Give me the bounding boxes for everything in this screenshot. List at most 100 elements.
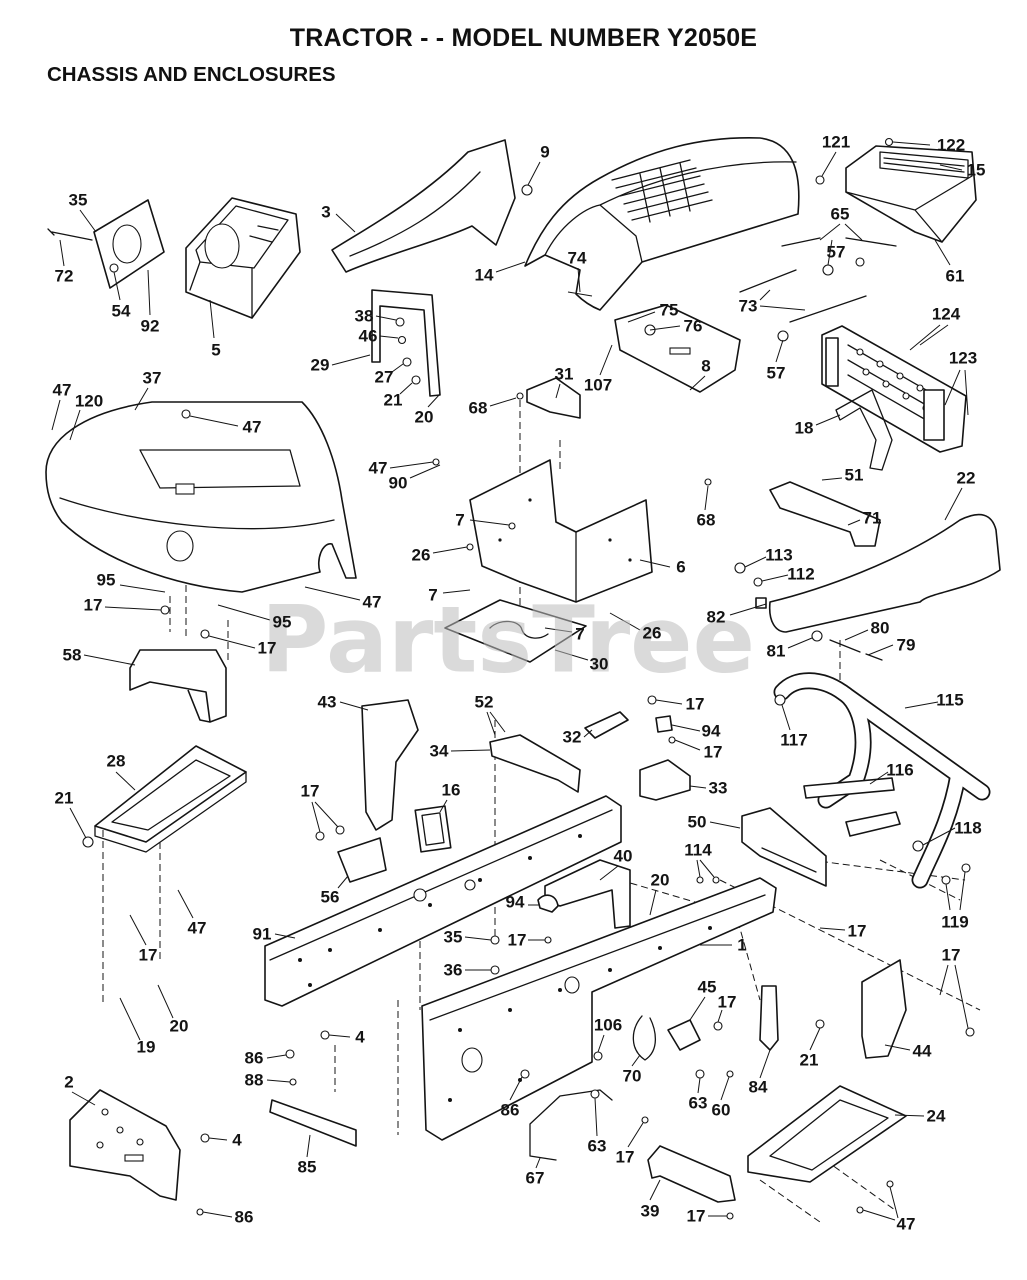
callout-labels: 35 72 54 92 5 3 9 14 74 121 122 15 65 57…	[53, 133, 986, 1234]
part-2-plate	[69, 1089, 181, 1201]
callout-label: 51	[845, 466, 864, 485]
callout-label: 28	[107, 752, 126, 771]
callout-label: 18	[795, 419, 814, 438]
callout-label: 26	[643, 624, 662, 643]
callout-label: 67	[526, 1169, 545, 1188]
callout-label: 31	[555, 365, 574, 384]
callout-label: 123	[949, 349, 977, 368]
callout-label: 57	[767, 364, 786, 383]
callout-label: 17	[84, 596, 103, 615]
callout-label: 88	[245, 1071, 264, 1090]
callout-label: 63	[588, 1137, 607, 1156]
part-58-bracket	[129, 649, 227, 723]
part-15-61-grille-bar	[815, 137, 977, 243]
callout-label: 119	[941, 913, 968, 932]
callout-label: 81	[767, 642, 786, 661]
callout-label: 37	[143, 369, 162, 388]
callout-label: 75	[660, 301, 679, 320]
callout-label: 86	[235, 1208, 254, 1227]
callout-label: 122	[937, 136, 965, 155]
part-71-bracket	[769, 481, 881, 547]
callout-label: 17	[848, 922, 867, 941]
callout-label: 35	[69, 191, 88, 210]
callout-label: 84	[749, 1078, 768, 1097]
callout-label: 15	[967, 161, 986, 180]
callout-label: 47	[363, 593, 382, 612]
part-6-panel	[469, 459, 653, 603]
part-34-bracket	[489, 734, 581, 793]
callout-label: 117	[780, 731, 807, 750]
callout-label: 47	[188, 919, 207, 938]
callout-label: 47	[53, 381, 72, 400]
callout-label: 7	[428, 586, 437, 605]
callout-label: 91	[253, 925, 272, 944]
callout-label: 34	[430, 742, 449, 761]
callout-label: 8	[701, 357, 710, 376]
callout-label: 94	[506, 893, 525, 912]
callout-label: 121	[822, 133, 850, 152]
callout-label: 65	[831, 205, 850, 224]
callout-label: 17	[942, 946, 961, 965]
callout-label: 35	[444, 928, 463, 947]
part-94-clip-lower	[537, 894, 559, 913]
callout-leader-lines	[51, 141, 969, 1221]
callout-label: 26	[412, 546, 431, 565]
callout-label: 39	[641, 1202, 660, 1221]
callout-label: 115	[936, 691, 963, 710]
callout-label: 113	[765, 546, 792, 565]
callout-label: 85	[298, 1158, 317, 1177]
callout-label: 57	[827, 243, 846, 262]
part-44-bracket	[861, 959, 907, 1059]
callout-label: 45	[698, 978, 717, 997]
section-subtitle: CHASSIS AND ENCLOSURES	[47, 63, 336, 86]
callout-label: 79	[897, 636, 916, 655]
callout-label: 68	[469, 399, 488, 418]
callout-label: 19	[137, 1038, 156, 1057]
part-22-front-bumper	[768, 513, 1001, 633]
part-84-bar	[759, 985, 779, 1051]
callout-label: 5	[211, 341, 220, 360]
callout-label: 4	[232, 1131, 242, 1150]
callout-label: 20	[651, 871, 670, 890]
part-56-bracket	[337, 837, 387, 883]
callout-label: 47	[243, 418, 262, 437]
callout-label: 21	[55, 789, 74, 808]
callout-label: 17	[718, 993, 737, 1012]
part-39-bracket	[647, 1145, 736, 1203]
callout-label: 82	[707, 608, 726, 627]
callout-label: 70	[623, 1067, 642, 1086]
callout-label: 61	[946, 267, 965, 286]
callout-label: 9	[540, 143, 549, 162]
callout-label: 90	[389, 474, 408, 493]
callout-label: 22	[957, 469, 976, 488]
callout-label: 72	[55, 267, 74, 286]
callout-label: 63	[689, 1094, 708, 1113]
callout-label: 118	[954, 819, 981, 838]
callout-label: 38	[355, 307, 374, 326]
callout-label: 95	[273, 613, 292, 632]
callout-label: 47	[897, 1215, 916, 1234]
part-65-73-support-rods	[739, 237, 897, 342]
callout-label: 40	[614, 847, 633, 866]
callout-label: 120	[75, 392, 103, 411]
callout-label: 73	[739, 297, 758, 316]
callout-label: 7	[575, 625, 584, 644]
callout-label: 74	[568, 249, 587, 268]
callout-label: 21	[384, 391, 403, 410]
callout-label: 56	[321, 888, 340, 907]
callout-label: 114	[684, 841, 712, 860]
callout-label: 21	[800, 1051, 819, 1070]
callout-label: 86	[501, 1101, 520, 1120]
callout-label: 24	[927, 1107, 946, 1126]
callout-label: 17	[258, 639, 277, 658]
callout-label: 17	[687, 1207, 706, 1226]
callout-label: 36	[444, 961, 463, 980]
callout-label: 50	[688, 813, 707, 832]
callout-label: 30	[590, 655, 609, 674]
part-29-bracket	[371, 289, 441, 397]
callout-label: 16	[442, 781, 461, 800]
callout-label: 112	[787, 565, 814, 584]
callout-label: 6	[676, 558, 685, 577]
part-24-footrest	[747, 1085, 907, 1183]
callout-label: 7	[455, 511, 464, 530]
